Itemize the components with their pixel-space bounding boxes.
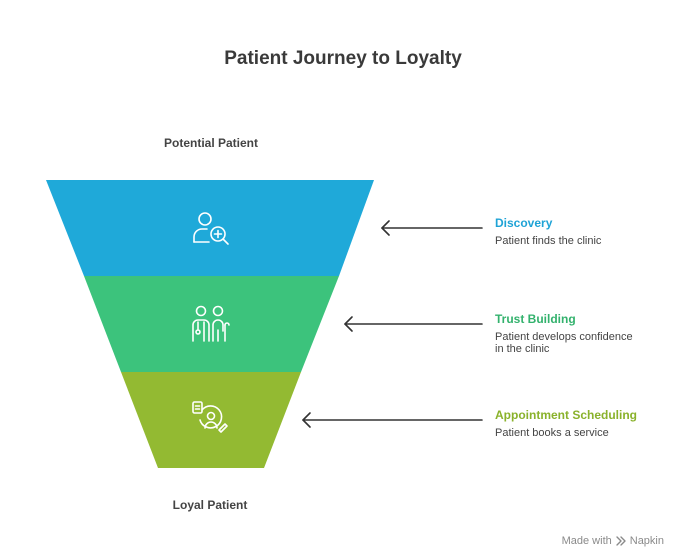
stage-heading-discovery: Discovery (495, 216, 553, 230)
diagram-title: Patient Journey to Loyalty (224, 48, 462, 69)
watermark: Made with Napkin (562, 535, 664, 547)
funnel-bottom-label: Loyal Patient (172, 498, 248, 512)
patient-search-icon (193, 212, 229, 245)
stage-arrows (302, 220, 483, 428)
stage-description-discovery: Patient finds the clinic (495, 235, 602, 247)
stage-heading-appointment-scheduling: Appointment Scheduling (495, 408, 637, 422)
funnel-segment-discovery (46, 180, 374, 276)
doctor-patient-icon (192, 305, 230, 342)
funnel-segment-trust-building (84, 276, 339, 372)
watermark-prefix: Made with (561, 535, 612, 547)
napkin-logo-icon (616, 536, 626, 546)
appointment-booking-icon (192, 401, 228, 433)
stage-description-trust-building: Patient develops confidence in the clini… (495, 331, 633, 355)
stage-description-appointment-scheduling: Patient books a service (495, 427, 609, 439)
funnel-top-label: Potential Patient (163, 136, 258, 150)
watermark-brand: Napkin (629, 535, 664, 547)
stage-heading-trust-building: Trust Building (495, 312, 576, 326)
